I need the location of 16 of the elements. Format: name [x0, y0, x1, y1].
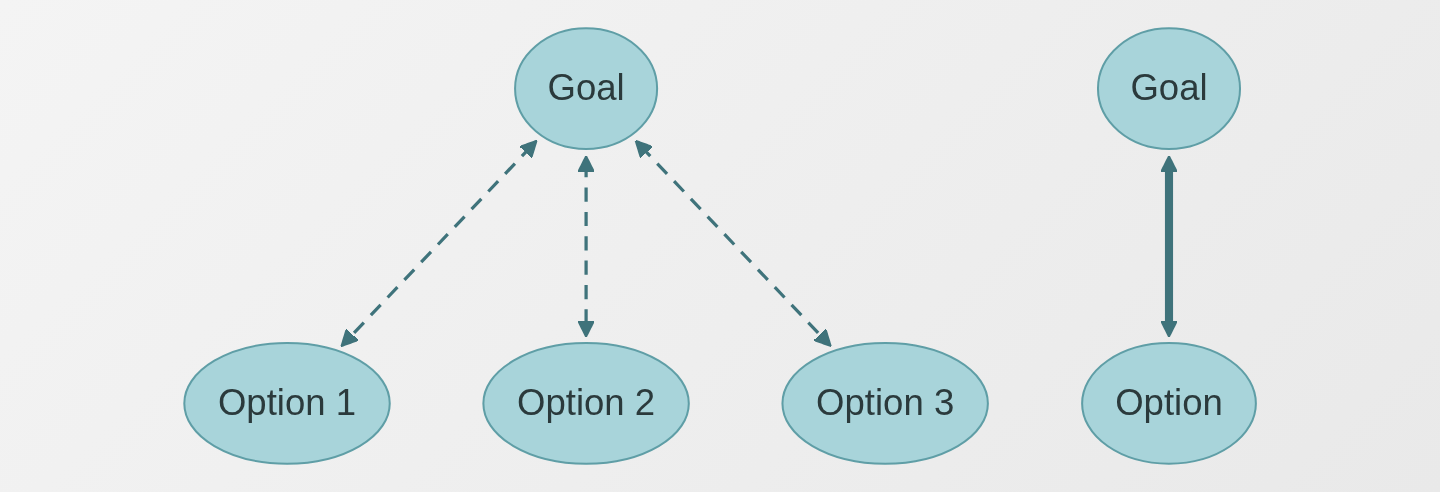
- ellipse-node: [513, 27, 659, 150]
- ellipse-node: [781, 342, 989, 465]
- ellipse-node: [183, 342, 391, 465]
- dashed-double-arrow: [340, 139, 538, 348]
- node-label: Goal: [1130, 66, 1208, 110]
- node-label: Goal: [547, 66, 625, 110]
- node-label: Option 1: [217, 381, 356, 425]
- thick-double-arrow: [1159, 155, 1178, 338]
- ellipse-node: [1096, 27, 1241, 150]
- dashed-double-arrow: [577, 155, 595, 338]
- node-label: Option 2: [516, 381, 656, 425]
- dashed-double-arrow: [634, 139, 832, 348]
- ellipse-node: [1081, 342, 1257, 465]
- ellipse-node: [482, 342, 690, 465]
- node-label: Option 3: [816, 381, 955, 425]
- node-label: Option: [1115, 381, 1223, 425]
